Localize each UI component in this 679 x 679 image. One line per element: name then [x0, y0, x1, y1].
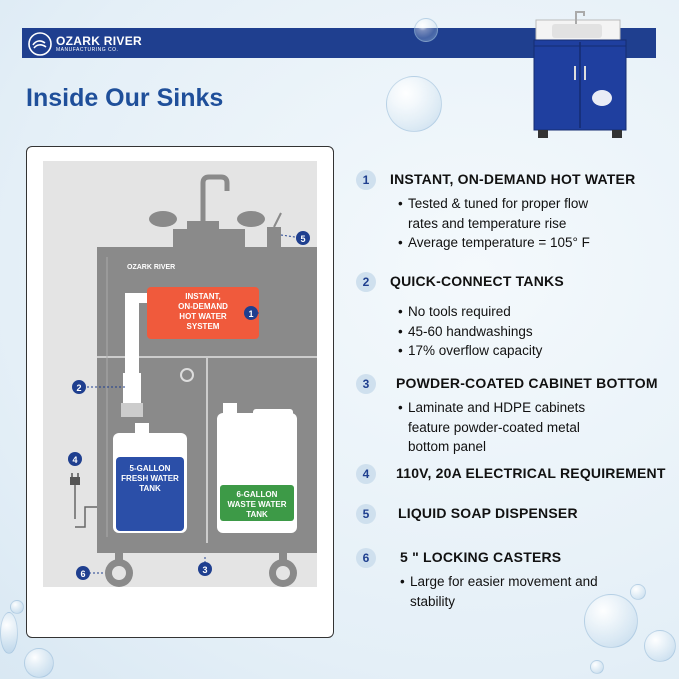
feature-title-1: INSTANT, ON-DEMAND HOT WATER	[390, 171, 636, 187]
heater-label-line-2: ON-DEMAND	[178, 302, 228, 311]
feature-number-3: 3	[356, 374, 376, 394]
diagram-callout-5: 5	[300, 234, 305, 244]
feature-3-bullet-1: Laminate and HDPE cabinets	[398, 398, 585, 418]
waste-tank-label-line-2: WASTE WATER	[228, 500, 287, 509]
feature-number-4: 4	[356, 464, 376, 484]
feature-title-3: POWDER-COATED CABINET BOTTOM	[396, 375, 658, 391]
feature-number-5: 5	[356, 504, 376, 524]
cabinet-knob-icon	[180, 368, 194, 382]
bubble-decoration	[386, 76, 442, 132]
feature-bullets-2: No tools required 45-60 handwashings 17%…	[398, 302, 542, 361]
cabinet-logo-text: OZARK RIVER	[127, 264, 175, 271]
page-title: Inside Our Sinks	[26, 84, 224, 112]
sink-diagram: OZARK RIVER INSTANT, ON-DEMAND HOT WATER…	[43, 161, 317, 587]
fresh-tank-label-line-3: TANK	[139, 484, 161, 493]
heater-label-line-1: INSTANT,	[185, 292, 220, 301]
sink-product-image	[533, 11, 627, 138]
feature-1-bullet-1-cont: rates and temperature rise	[408, 215, 567, 231]
feature-bullets-3: Laminate and HDPE cabinets feature powde…	[398, 398, 585, 457]
bubble-decoration	[414, 18, 438, 42]
heater-label-line-4: SYSTEM	[187, 322, 220, 331]
feature-3-bullet-1-cont-1: feature powder-coated metal	[408, 419, 580, 435]
diagram-callout-1: 1	[248, 309, 253, 319]
brand-logo[interactable]: OZARK RIVER MANUFACTURING CO.	[28, 31, 168, 56]
bubble-decoration	[584, 594, 638, 648]
bubble-decoration	[24, 648, 54, 678]
diagram-callout-3: 3	[202, 565, 207, 575]
faucet-icon	[200, 174, 230, 225]
feature-3-bullet-1-cont-2: bottom panel	[408, 439, 487, 454]
river-logo-icon	[28, 31, 52, 56]
feature-2-bullet-2: 45-60 handwashings	[398, 322, 542, 342]
feature-6-bullet-1-cont: stability	[410, 593, 456, 609]
feature-6-bullet-1: Large for easier movement and	[400, 572, 598, 592]
diagram-callout-4: 4	[72, 455, 77, 465]
feature-title-5: LIQUID SOAP DISPENSER	[398, 505, 578, 521]
feature-number-6: 6	[356, 548, 376, 568]
feature-bullets-1: Tested & tuned for proper flow rates and…	[398, 194, 590, 253]
feature-number-1: 1	[356, 170, 376, 190]
feature-number-2: 2	[356, 272, 376, 292]
faucet-handle-left-icon	[149, 211, 177, 227]
bubble-decoration	[0, 612, 18, 654]
bubble-decoration	[644, 630, 676, 662]
feature-1-bullet-1: Tested & tuned for proper flow	[398, 194, 590, 214]
sink-diagram-card: OZARK RIVER INSTANT, ON-DEMAND HOT WATER…	[26, 146, 334, 638]
feature-2-bullet-1: No tools required	[398, 302, 542, 322]
heater-label-line-3: HOT WATER	[179, 312, 227, 321]
bubble-decoration	[590, 660, 604, 674]
feature-1-bullet-2: Average temperature = 105° F	[398, 233, 590, 253]
water-pipe	[125, 293, 139, 373]
waste-tank-label-line-1: 6-GALLON	[237, 490, 278, 499]
power-plug-icon	[70, 477, 80, 485]
diagram-callout-6: 6	[80, 569, 85, 579]
feature-title-6: 5 " LOCKING CASTERS	[400, 549, 562, 565]
hot-water-heater-box	[147, 287, 259, 339]
waste-tank-label-line-3: TANK	[246, 510, 268, 519]
soap-dispenser-icon	[267, 227, 281, 247]
fresh-tank-label-line-1: 5-GALLON	[130, 464, 171, 473]
brand-name: OZARK RIVER	[56, 33, 142, 48]
fresh-tank-label-line-2: FRESH WATER	[121, 474, 179, 483]
feature-title-4: 110V, 20A ELECTRICAL REQUIREMENT	[396, 465, 666, 481]
faucet-handle-right-icon	[237, 211, 265, 227]
feature-bullets-6: Large for easier movement and stability	[400, 572, 598, 611]
bubble-decoration	[10, 600, 24, 614]
bubble-decoration	[630, 584, 646, 600]
feature-2-bullet-3: 17% overflow capacity	[398, 341, 542, 361]
diagram-callout-2: 2	[76, 383, 81, 393]
brand-subtitle: MANUFACTURING CO.	[56, 46, 119, 53]
feature-title-2: QUICK-CONNECT TANKS	[390, 273, 564, 289]
